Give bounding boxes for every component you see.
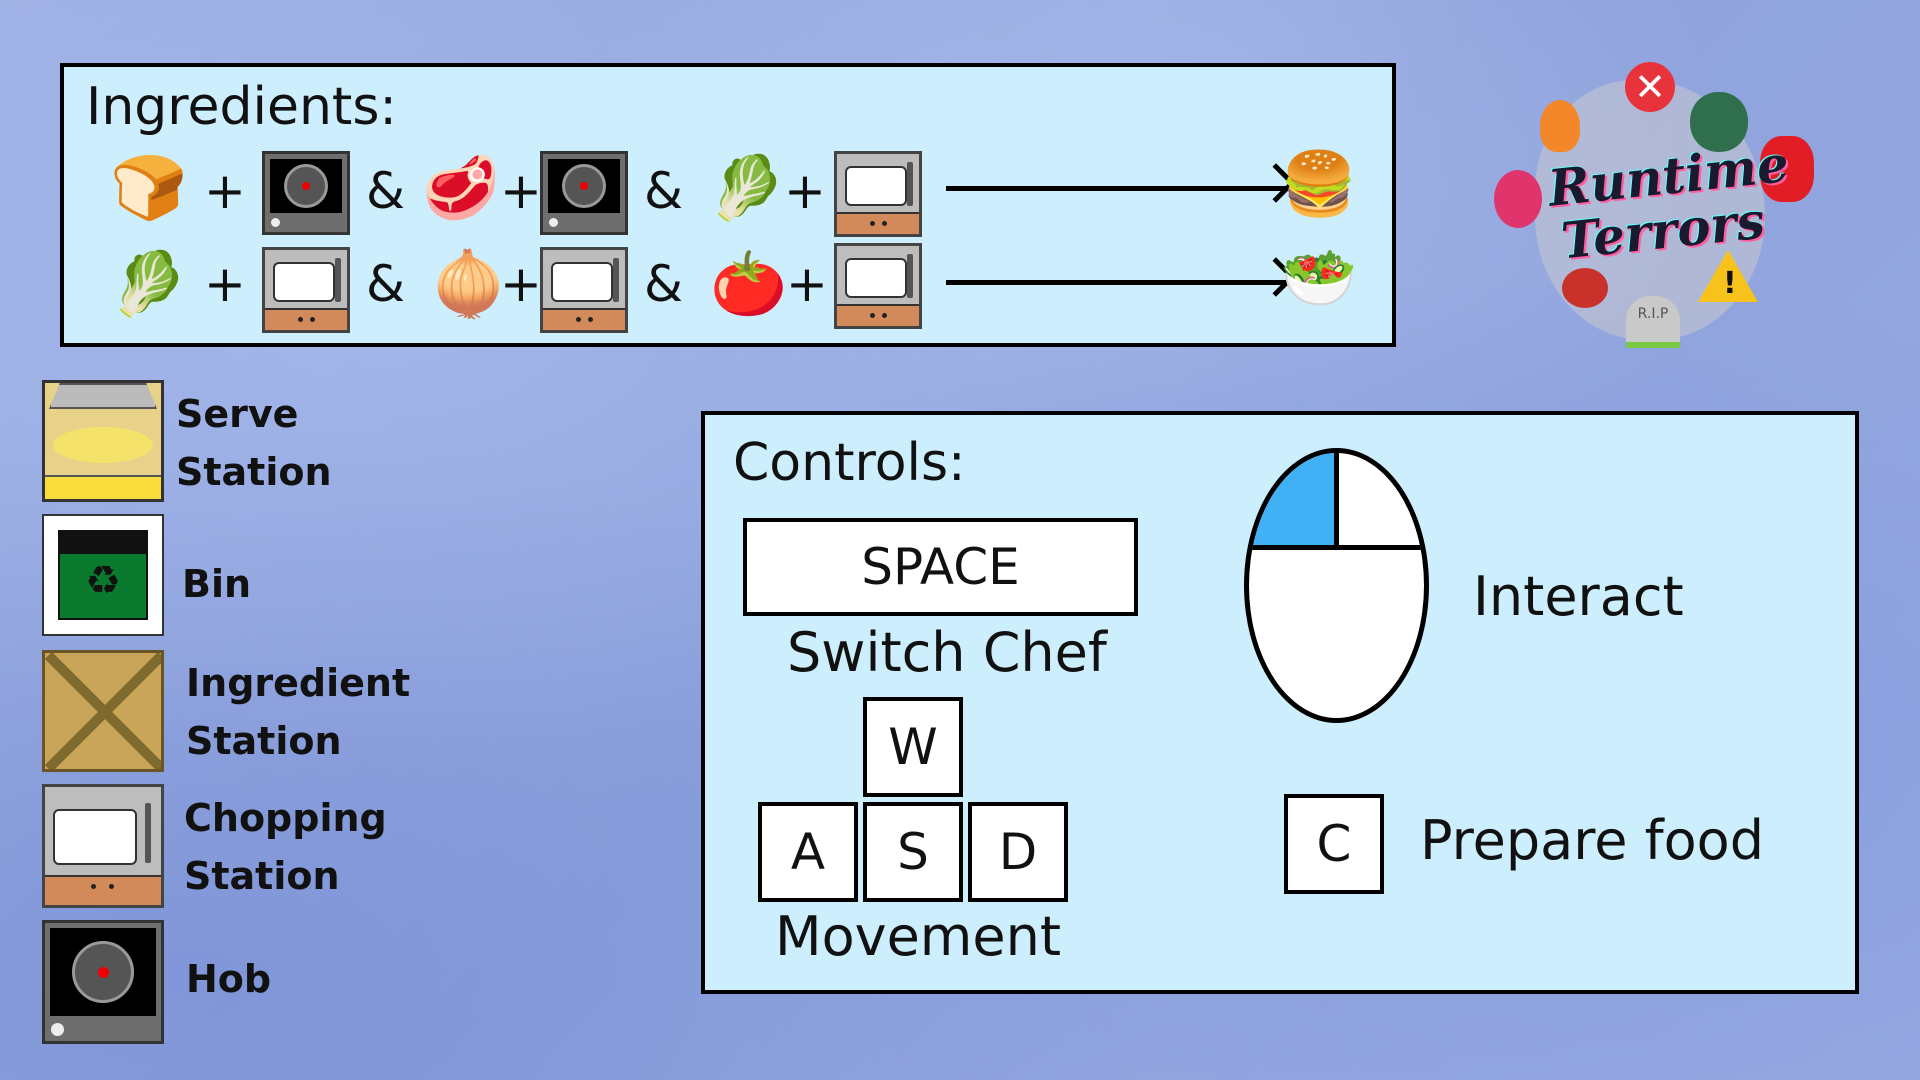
plus-sign: + bbox=[204, 162, 246, 220]
mouse-icon bbox=[1244, 448, 1429, 723]
ingredients-panel: Ingredients: 🍞 + & 🥩 + & 🥬 + 🍔 🥬 + & 🧅 +… bbox=[60, 63, 1396, 347]
s-key: S bbox=[863, 802, 963, 902]
crab-bug-icon bbox=[1562, 268, 1608, 308]
chopping-station-icon bbox=[834, 151, 922, 237]
bin-lid bbox=[60, 532, 146, 554]
tombstone-text: R.I.P bbox=[1637, 306, 1669, 322]
switch-chef-label: Switch Chef bbox=[787, 621, 1107, 684]
serve-station-base bbox=[45, 475, 161, 499]
pink-monster-icon bbox=[1494, 170, 1542, 228]
hob-label: Hob bbox=[186, 957, 272, 1001]
chopping-station-label: Chopping Station bbox=[184, 796, 387, 898]
patty-icon: 🥩 bbox=[422, 151, 500, 224]
bin-body: ♻ bbox=[58, 530, 148, 620]
mouse-left-button bbox=[1249, 453, 1339, 550]
plus-sign: + bbox=[500, 255, 542, 313]
w-key: W bbox=[863, 697, 963, 797]
orange-monster-icon bbox=[1540, 100, 1580, 152]
error-icon: ✕ bbox=[1625, 62, 1675, 112]
space-key: SPACE bbox=[743, 518, 1138, 616]
d-key: D bbox=[968, 802, 1068, 902]
logo-title: Runtime Terrors bbox=[1545, 134, 1791, 271]
chopping-station-icon bbox=[42, 784, 164, 908]
warning-icon-mark: ! bbox=[1723, 266, 1737, 301]
bin-icon: ♻ bbox=[42, 514, 164, 636]
and-sign: & bbox=[366, 162, 405, 220]
chopping-station-icon bbox=[834, 243, 922, 329]
plus-sign: + bbox=[784, 162, 826, 220]
ingredient-station-label: Ingredient Station bbox=[186, 661, 411, 763]
runtime-terrors-logo: ✕ Runtime Terrors ! R.I.P bbox=[1490, 60, 1830, 360]
and-sign: & bbox=[644, 162, 683, 220]
a-key: A bbox=[758, 802, 858, 902]
hob-icon bbox=[540, 151, 628, 235]
onion-icon: 🧅 bbox=[430, 247, 508, 320]
serve-station-hood bbox=[49, 383, 157, 409]
interact-label: Interact bbox=[1473, 565, 1684, 628]
and-sign: & bbox=[644, 255, 683, 313]
controls-panel: Controls: SPACE Switch Chef W A S D Move… bbox=[701, 411, 1859, 994]
red-monster-icon bbox=[1760, 136, 1814, 202]
lettuce-icon: 🥬 bbox=[110, 247, 188, 320]
hob-icon bbox=[262, 151, 350, 235]
c-key: C bbox=[1284, 794, 1384, 894]
plus-sign: + bbox=[204, 255, 246, 313]
prepare-food-label: Prepare food bbox=[1420, 809, 1764, 872]
serve-station-plate bbox=[53, 427, 153, 463]
arrow-icon bbox=[946, 280, 1286, 285]
hob-icon bbox=[42, 920, 164, 1044]
plus-sign: + bbox=[500, 162, 542, 220]
chopping-station-icon bbox=[540, 247, 628, 333]
tombstone-icon: R.I.P bbox=[1626, 296, 1680, 348]
movement-label: Movement bbox=[775, 905, 1062, 968]
plus-sign: + bbox=[786, 255, 828, 313]
chopping-station-icon bbox=[262, 247, 350, 333]
recycle-icon: ♻ bbox=[85, 558, 121, 604]
salad-icon: 🥗 bbox=[1280, 241, 1358, 314]
arrow-icon bbox=[946, 186, 1286, 191]
bin-label: Bin bbox=[182, 562, 252, 606]
ingredient-station-icon bbox=[42, 650, 164, 772]
bun-icon: 🍞 bbox=[110, 151, 188, 224]
and-sign: & bbox=[366, 255, 405, 313]
serve-station-icon bbox=[42, 380, 164, 502]
mouse-right-button bbox=[1336, 453, 1424, 550]
controls-title: Controls: bbox=[733, 433, 966, 493]
warning-icon bbox=[1698, 250, 1758, 302]
serve-station-label: Serve Station bbox=[176, 392, 332, 494]
green-monster-icon bbox=[1690, 92, 1748, 152]
lettuce-icon: 🥬 bbox=[708, 151, 786, 224]
ingredients-title: Ingredients: bbox=[86, 77, 397, 137]
burger-icon: 🍔 bbox=[1280, 147, 1358, 220]
tomato-icon: 🍅 bbox=[710, 247, 788, 320]
